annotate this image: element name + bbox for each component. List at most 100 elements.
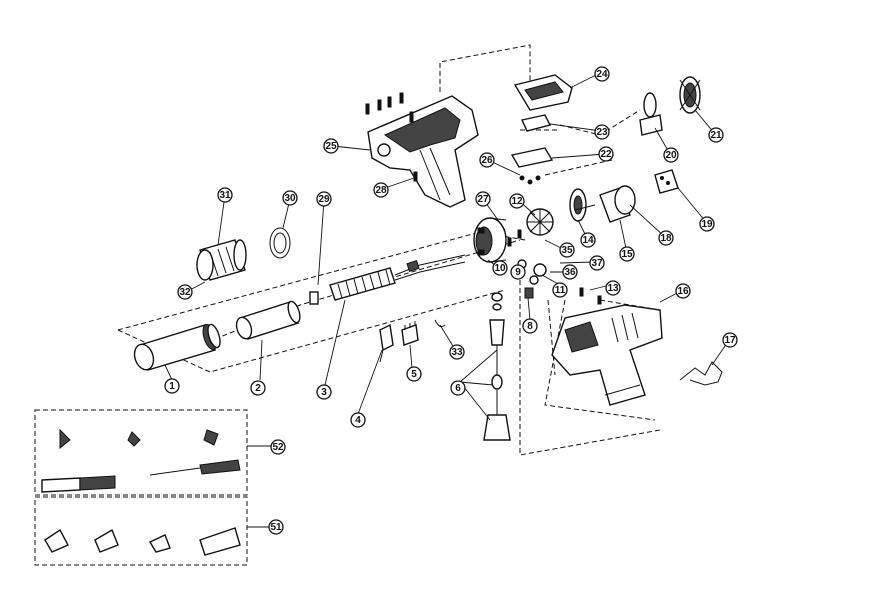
callout-33: 33 — [449, 344, 465, 360]
callout-circle — [675, 283, 691, 299]
callout-circle — [619, 246, 635, 262]
intake-filter-ring — [269, 227, 291, 259]
callout-number: 2 — [255, 383, 261, 394]
power-cord — [483, 292, 511, 441]
fan-impeller — [526, 208, 554, 236]
callout-circle — [594, 66, 610, 82]
callout-6: 6 — [450, 380, 466, 396]
mica-tube — [235, 300, 301, 340]
callout-circle — [510, 264, 526, 280]
callout-1: 1 — [164, 378, 180, 394]
cable-clip — [434, 319, 446, 328]
rear-bracket — [473, 217, 507, 263]
callout-circle — [268, 519, 284, 535]
rectifier-board — [654, 169, 679, 194]
callout-circle — [270, 439, 286, 455]
callout-circle — [552, 282, 568, 298]
callout-37: 37 — [589, 255, 605, 271]
callout-25: 25 — [323, 138, 339, 154]
terminal-block — [401, 321, 419, 346]
callout-3: 3 — [316, 384, 332, 400]
callout-number: 21 — [710, 130, 722, 141]
callout-31: 31 — [217, 187, 233, 203]
callout-36: 36 — [562, 264, 578, 280]
callout-circle — [708, 127, 724, 143]
callout-circle — [658, 230, 674, 246]
callout-10: 10 — [492, 260, 508, 276]
heating-element — [309, 254, 466, 305]
callout-circle — [406, 366, 422, 382]
callout-number: 36 — [564, 267, 576, 278]
callout-29: 29 — [316, 191, 332, 207]
callout-30: 30 — [282, 190, 298, 206]
callout-number: 10 — [494, 263, 506, 274]
callout-circle — [580, 232, 596, 248]
housing-right-half — [551, 304, 663, 406]
callout-number: 22 — [600, 149, 612, 160]
callout-4: 4 — [350, 412, 366, 428]
dial-knob — [639, 92, 663, 136]
callout-2: 2 — [250, 380, 266, 396]
callout-51: 51 — [268, 519, 284, 535]
callout-number: 3 — [321, 387, 327, 398]
callout-number: 23 — [596, 127, 608, 138]
callout-circle — [522, 318, 538, 334]
callout-circle — [598, 146, 614, 162]
nozzle-tube — [133, 323, 221, 371]
air-intake-grill — [196, 239, 247, 281]
callout-circle — [475, 191, 491, 207]
callout-number: 37 — [591, 258, 603, 269]
callout-number: 6 — [455, 383, 461, 394]
callout-21: 21 — [708, 127, 724, 143]
callout-18: 18 — [658, 230, 674, 246]
callout-number: 32 — [179, 287, 191, 298]
callout-circle — [250, 380, 266, 396]
motor — [574, 185, 636, 223]
stand-spring — [679, 361, 723, 386]
callout-number: 13 — [607, 283, 619, 294]
callout-number: 14 — [582, 235, 594, 246]
callout-circle — [450, 380, 466, 396]
callout-circle — [663, 147, 679, 163]
callout-circle — [373, 182, 389, 198]
callout-16: 16 — [675, 283, 691, 299]
callout-number: 27 — [477, 194, 489, 205]
callout-number: 31 — [219, 190, 231, 201]
callout-17: 17 — [722, 332, 738, 348]
callout-8: 8 — [522, 318, 538, 334]
callout-number: 9 — [515, 267, 521, 278]
callout-15: 15 — [619, 246, 635, 262]
callout-19: 19 — [699, 216, 715, 232]
callout-number: 26 — [481, 155, 493, 166]
callout-circle — [323, 138, 339, 154]
callout-22: 22 — [598, 146, 614, 162]
callout-circle — [350, 412, 366, 428]
callout-circle — [589, 255, 605, 271]
housing-left-half — [365, 92, 479, 208]
callout-number: 18 — [660, 233, 672, 244]
callout-circle — [559, 242, 575, 258]
callout-number: 16 — [677, 286, 689, 297]
callout-circle — [594, 124, 610, 140]
callout-circle — [699, 216, 715, 232]
callout-28: 28 — [373, 182, 389, 198]
callout-circle — [316, 191, 332, 207]
callout-number: 12 — [511, 196, 523, 207]
callout-circle — [479, 152, 495, 168]
callout-circle — [282, 190, 298, 206]
callout-number: 8 — [527, 321, 533, 332]
callout-number: 30 — [284, 193, 296, 204]
callout-27: 27 — [475, 191, 491, 207]
switch-plate — [510, 147, 554, 185]
callout-13: 13 — [605, 280, 621, 296]
callout-52: 52 — [270, 439, 286, 455]
callout-number: 15 — [621, 249, 633, 260]
callout-number: 29 — [318, 194, 330, 205]
callout-number: 5 — [411, 369, 417, 380]
switch-contact — [379, 323, 394, 363]
callout-35: 35 — [559, 242, 575, 258]
switch-cover — [513, 74, 573, 111]
callout-circle — [509, 193, 525, 209]
